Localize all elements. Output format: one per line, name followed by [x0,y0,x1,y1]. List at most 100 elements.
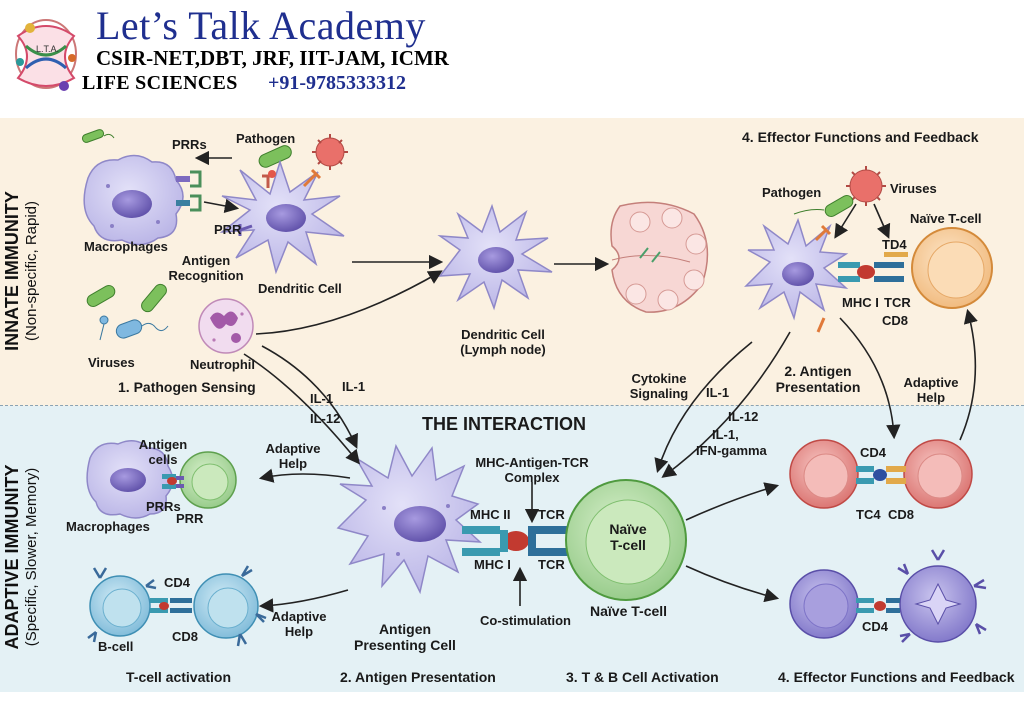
lta-logo-icon [15,19,77,91]
label-prr-top: PRR [214,222,242,237]
label-cd4-right-top: CD4 [860,445,887,460]
label-apc: Antigen Presenting Cell [350,621,460,653]
label-interaction: THE INTERACTION [422,414,586,434]
label-costimulation: Co-stimulation [480,613,571,628]
label-naive-tcell-below: Naïve T-cell [590,603,668,619]
antigen-cells-line1: Antigen [138,437,188,452]
label-neutrophil: Neutrophil [190,357,255,372]
label-il1-d: IL-1, [712,427,739,442]
label-prr-adaptive: PRR [176,511,204,526]
label-effector-top: 4. Effector Functions and Feedback [742,129,979,145]
cd4-complex-right [856,466,906,484]
label-pathogen-right: Pathogen [762,185,822,200]
apc-line2: Presenting Cell [354,636,456,653]
arrow-neutrophil-to-apc-1 [243,353,361,465]
neutrophil-cell [198,298,254,354]
arrow-apc-top-to-tcell [654,341,753,474]
label-il1-a: IL-1 [342,379,366,394]
brand-subtitle: CSIR-NET,DBT, JRF, IIT-JAM, ICMR [96,46,449,70]
viruses-group-left [86,283,169,341]
purple-cell-right [897,549,987,643]
arrow-apc-top-to-tcell-2 [661,331,791,478]
label-tc4: TC4 [856,507,881,522]
virus-top-icon [312,134,348,170]
arrow-pathogen-to-apc [834,203,857,239]
arrow-tcell-to-red [685,482,780,521]
adaptive-help-top-line2: Help [278,455,308,471]
naive-tcell-top-right [911,227,993,309]
step-effector-functions: 4. Effector Functions and Feedback [778,669,1015,685]
label-adaptive-help-bottom: Adaptive Help [262,609,336,639]
naive-inside-line2: T-cell [610,536,646,553]
red-cell-left [789,439,859,509]
apc-line1: Antigen [378,621,432,637]
ag-pres-line1: 2. Antigen [784,363,852,379]
label-viruses-right: Viruses [890,181,937,196]
arrow-apc-to-bcell [258,589,349,613]
label-cd4-right-bottom: CD4 [862,619,889,634]
mhc-tcr-line2: Complex [504,469,560,485]
label-cd8-left: CD8 [172,629,199,644]
macrophage-top [83,154,184,246]
adaptive-help-bottom-line2: Help [284,623,314,639]
dendritic-receptors [238,168,322,236]
arrow-neutrophil-to-apc-2 [261,345,358,449]
tcr-complex-top-right [838,252,908,282]
label-adaptive-help-top: Adaptive Help [256,441,330,471]
antigen-presenting-cell [336,443,483,595]
label-antigen-recognition: Antigen Recognition [156,253,256,283]
ag-pres-line2: Presentation [775,378,861,395]
label-adaptive-help-right: Adaptive Help [896,375,966,405]
dendritic-cell-lymph [437,203,553,311]
antigen-recognition-line2: Recognition [168,267,244,283]
apc-top-right [744,217,849,333]
label-cytokine-signaling: Cytokine Signaling [616,371,702,401]
bacterium-top-right [793,195,854,217]
adaptive-help-right-line1: Adaptive [903,375,959,390]
arrow-mac-to-dc [203,198,240,214]
label-pathogen-sensing: 1. Pathogen Sensing [118,379,256,395]
arrow-red-to-tcell-feedback [959,308,978,441]
label-naive-tcell-top: Naïve T-cell [910,211,982,226]
purple-cell-left [789,569,859,639]
dc-lymph-line2: (Lymph node) [460,341,546,357]
brand-life-sciences: LIFE SCIENCES [82,72,238,94]
label-prrs-adaptive: PRRs [146,499,181,514]
prr-receptors-macrophage [176,170,202,212]
arrow-neutrophil-to-lymph-dc [255,270,443,335]
label-tcr-bottom: TCR [538,557,565,572]
red-cell-right [903,439,973,509]
arrow-apc-to-macrophage [258,468,351,483]
bcell-adaptive [87,567,157,643]
label-mhc2: MHC II [470,507,511,522]
label-viruses-left: Viruses [88,355,135,370]
flow-arrows [194,150,978,613]
step-antigen-presentation: 2. Antigen Presentation [340,669,496,685]
label-il12-a: IL-12 [310,411,341,426]
label-td4: TD4 [882,237,907,252]
tcell-blue-adaptive [150,565,267,647]
label-dendritic-cell-top: Dendritic Cell [258,281,342,296]
cytokine-line1: Cytokine [631,371,687,386]
adaptive-help-bottom-line1: Adaptive [271,609,327,624]
label-tcr-top-right: TCR [884,295,911,310]
label-tcr-top: TCR [538,507,565,522]
arrow-tcell-to-purple [685,565,780,603]
arrow-virus-to-tcell [873,203,891,239]
label-macrophages-top: Macrophages [84,239,168,254]
label-il12-b: IL-12 [728,409,759,424]
brand-phone: +91-9785333312 [268,72,407,94]
label-macrophages-adaptive: Macrophages [66,519,150,534]
brand-title: Let’s Talk Academy [96,3,426,48]
bacteria-top [81,129,292,168]
label-cd8-top-right: CD8 [882,313,909,328]
label-naive-tcell-inside: Naïve T-cell [596,521,660,553]
label-cd8-right: CD8 [888,507,915,522]
label-prrs-top: PRRs [172,137,207,152]
naive-tcell-center [565,479,687,601]
label-antigen-presentation-top: 2. Antigen Presentation [766,363,870,395]
label-mhc1-top: MHC I [842,295,879,310]
cd4-complex-right-bottom [856,598,900,613]
label-antigen-cells: Antigen cells [138,437,188,467]
